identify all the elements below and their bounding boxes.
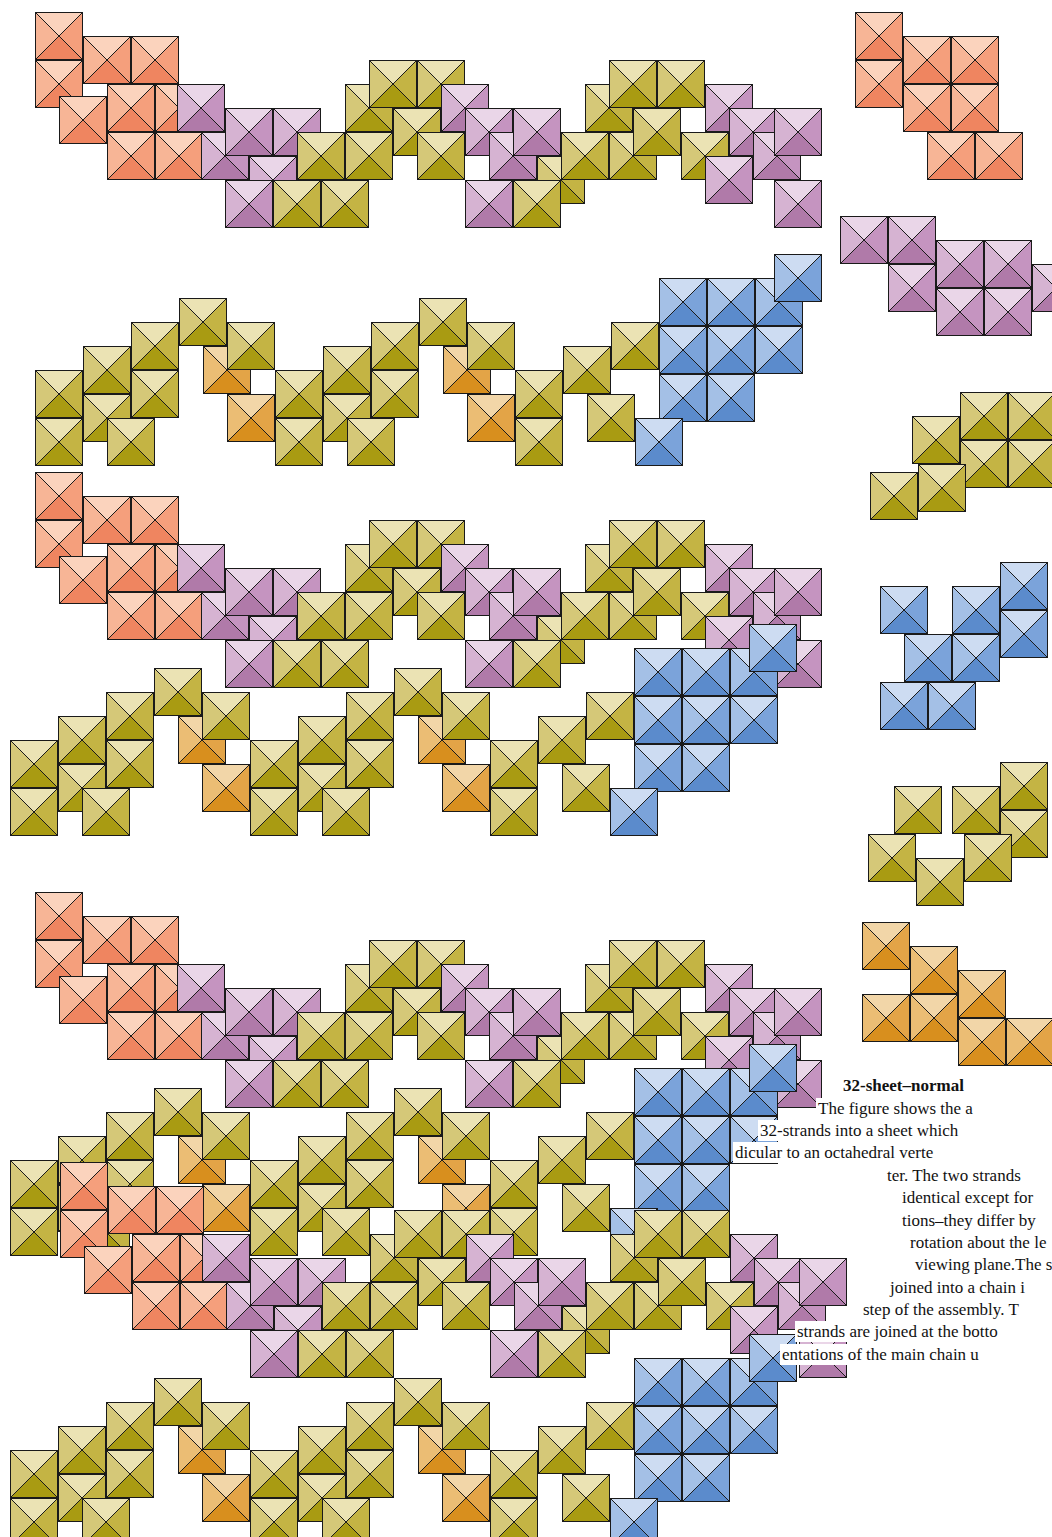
strand-a (60, 1162, 847, 1378)
caption-line: The figure shows the a (816, 1098, 975, 1119)
caption-line: tions–they differ by (900, 1210, 1038, 1231)
caption-line: dicular to an octahedral verte (733, 1142, 935, 1163)
strand-b (10, 1334, 797, 1537)
olive-piece (870, 392, 1052, 520)
strand-b (35, 254, 822, 466)
caption-line: 32-strands into a sheet which (758, 1120, 960, 1141)
caption-title: 32-sheet–normal (841, 1075, 966, 1096)
caption-line: ter. The two strands (885, 1165, 1023, 1186)
orange-piece (862, 922, 1052, 1066)
strand-b (10, 624, 797, 836)
caption-line: viewing plane.The s (913, 1254, 1052, 1275)
salmon-piece (855, 12, 1023, 180)
caption-line: strands are joined at the botto (795, 1321, 1000, 1342)
caption-line: joined into a chain i (888, 1277, 1027, 1298)
olive-piece (868, 762, 1048, 906)
purple-piece (840, 216, 1052, 336)
caption-line: rotation about the le (908, 1232, 1048, 1253)
blue-piece (880, 562, 1048, 730)
strand-a (35, 12, 822, 228)
caption-line: step of the assembly. T (861, 1299, 1021, 1320)
caption-line: entations of the main chain u (780, 1344, 981, 1365)
caption-line: identical except for (900, 1187, 1035, 1208)
